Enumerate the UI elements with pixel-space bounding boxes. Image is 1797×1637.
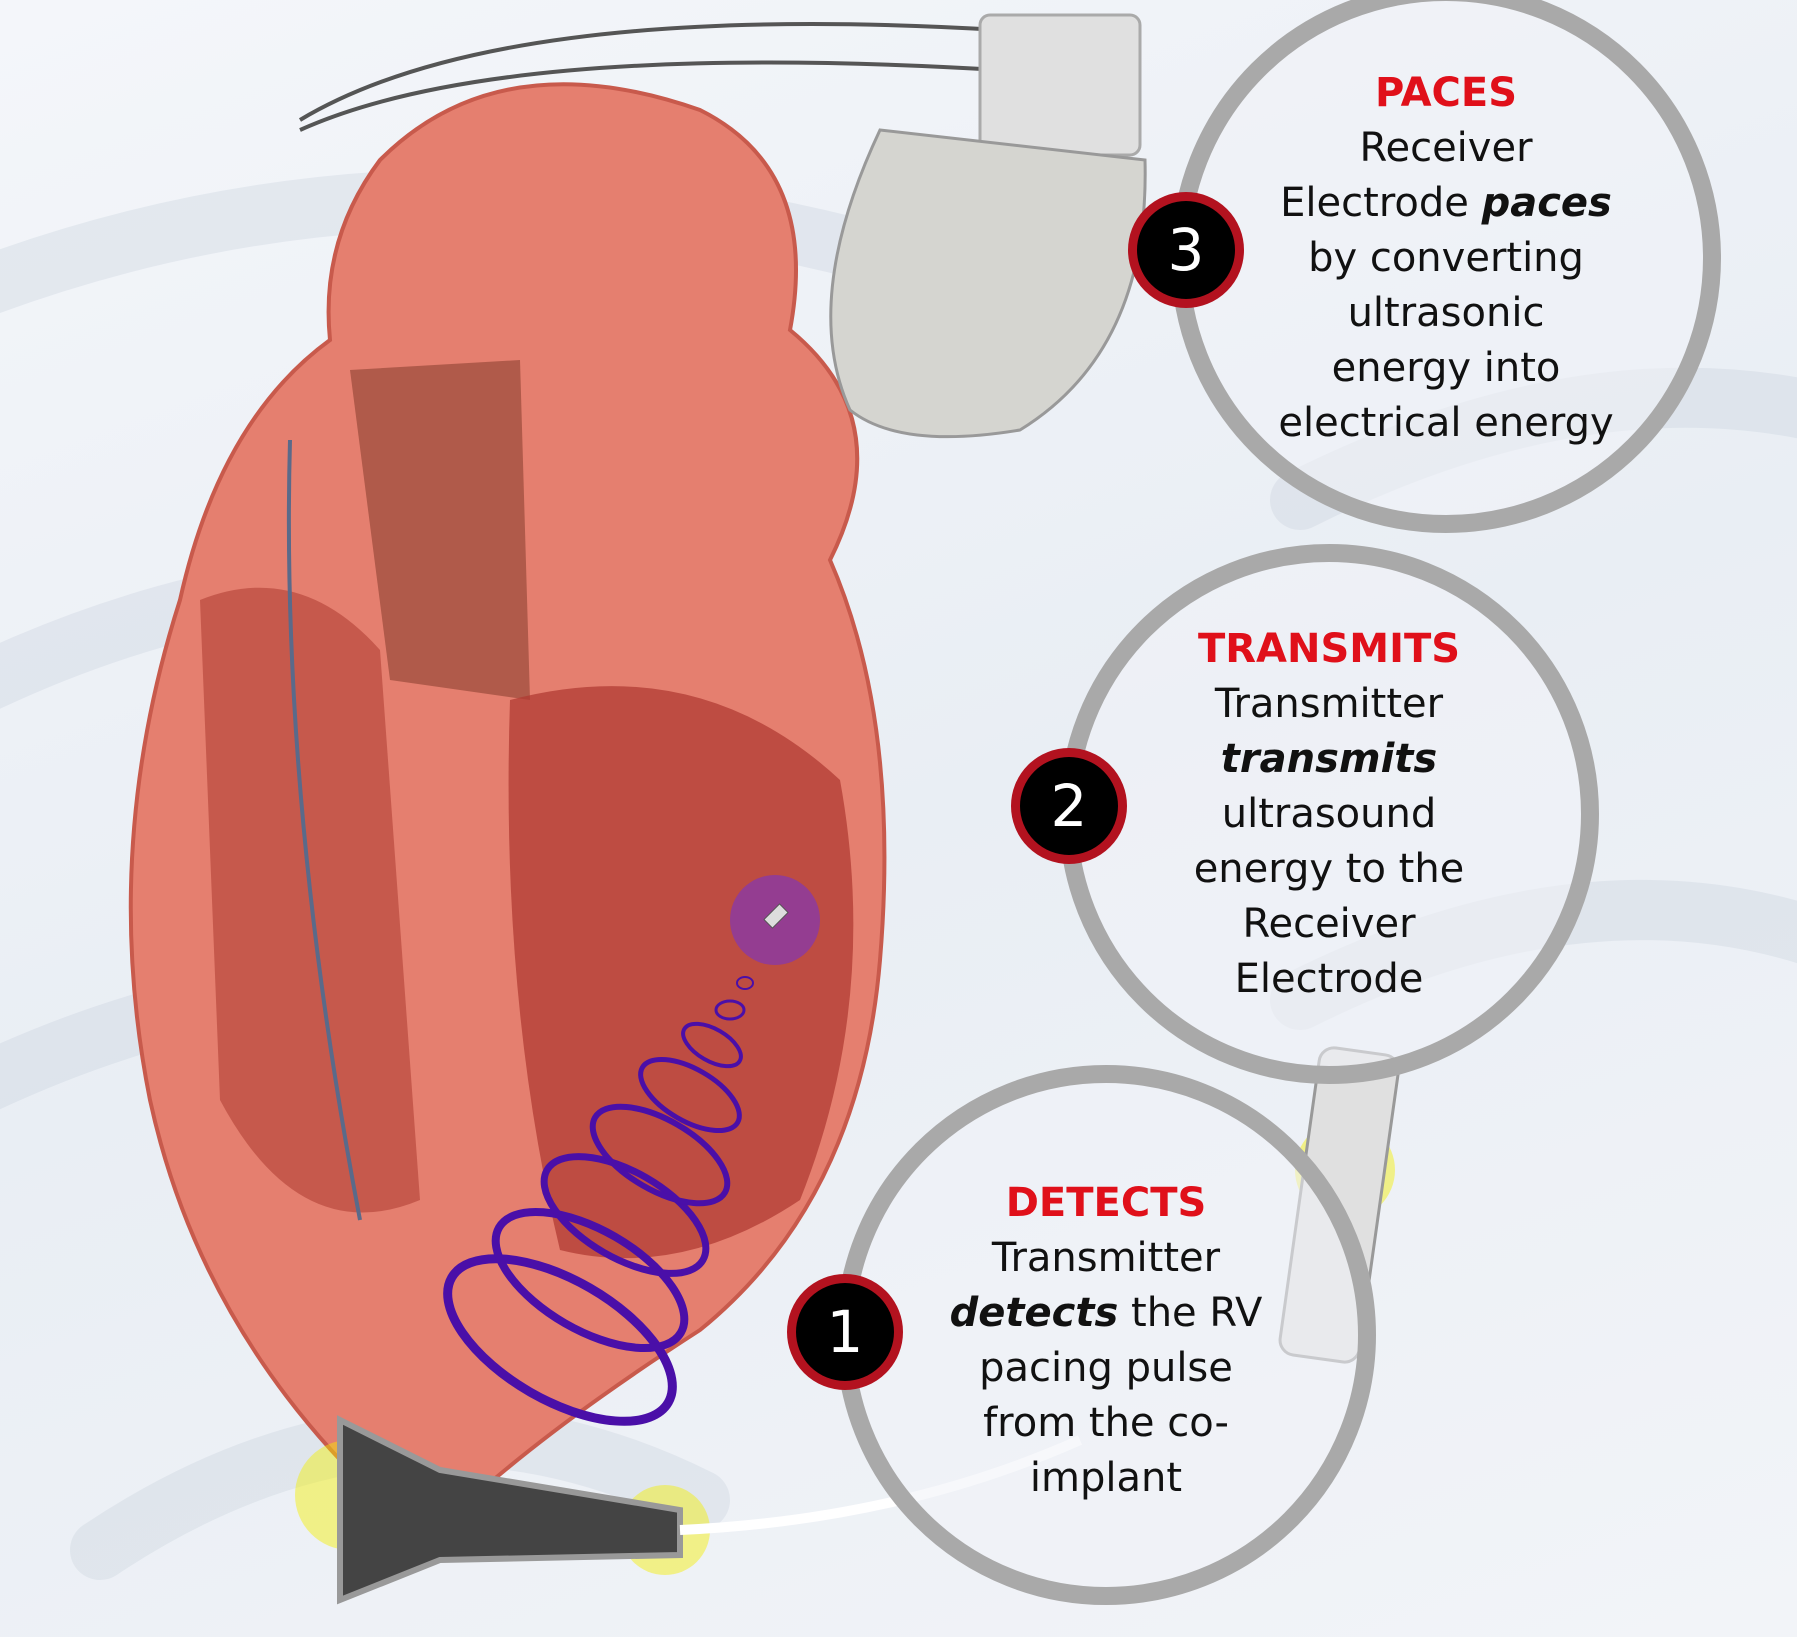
step-1-line: implant <box>1029 1455 1183 1501</box>
step-3-line: ultrasonic <box>1347 290 1545 336</box>
step-3-circle <box>1171 0 1721 533</box>
ultrasound-waves <box>443 976 754 1426</box>
step-1-line-part: the RV <box>1118 1290 1263 1336</box>
step-2-emphasis: transmits <box>1220 736 1438 782</box>
step-2-line: Receiver <box>1242 901 1416 947</box>
step-3-line: electrical energy <box>1278 400 1614 446</box>
step-1-badge: 1 <box>787 1274 903 1390</box>
step-2-line: ultrasound <box>1221 791 1437 837</box>
heart <box>128 82 887 1532</box>
step-2-badge: 2 <box>1011 748 1127 864</box>
step-3-text: PACES Receiver Electrode paces by conver… <box>1246 66 1646 451</box>
step-2-line: Transmitter <box>1214 681 1444 727</box>
step-3-line: energy into <box>1331 345 1561 391</box>
step-3-line: Electrode paces <box>1246 176 1646 231</box>
step-1-line: detects the RV <box>906 1286 1306 1341</box>
step-1-emphasis: detects <box>949 1290 1119 1336</box>
step-3-heading: PACES <box>1374 70 1518 116</box>
step-2-heading: TRANSMITS <box>1197 626 1461 672</box>
step-3-line-part: Electrode <box>1280 180 1482 226</box>
step-1-heading: DETECTS <box>1005 1180 1207 1226</box>
step-1-line: pacing pulse <box>979 1345 1233 1391</box>
pacemaker <box>298 13 1147 439</box>
step-1-text: DETECTS Transmitter detects the RV pacin… <box>906 1176 1306 1506</box>
step-2-line: Electrode <box>1234 956 1424 1002</box>
step-3-line: by converting <box>1308 235 1584 281</box>
step-3-emphasis: paces <box>1481 180 1612 226</box>
step-2-line: energy to the <box>1193 846 1465 892</box>
step-3-line: Receiver <box>1359 125 1533 171</box>
step-3-badge: 3 <box>1128 192 1244 308</box>
step-2-text: TRANSMITS Transmitter transmits ultrasou… <box>1129 622 1529 1007</box>
receiver-electrode <box>730 875 820 965</box>
step-1-line: from the co- <box>983 1400 1229 1446</box>
step-1-line: Transmitter <box>991 1235 1221 1281</box>
